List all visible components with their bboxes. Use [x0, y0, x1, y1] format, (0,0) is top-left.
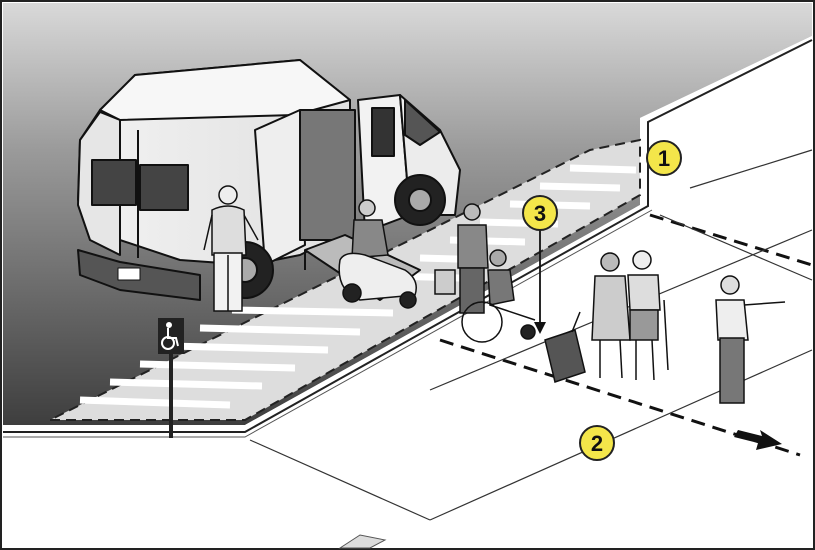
attendant-figure: [715, 275, 786, 404]
arrow-right-icon: [734, 430, 782, 450]
callout-1: 1: [646, 140, 682, 176]
wheelchair-symbol-icon: [161, 322, 179, 350]
callout-3-arrowhead: [534, 322, 546, 334]
drain-grate: [338, 534, 387, 549]
sidewalk-joint-lines: [249, 149, 813, 521]
walking-couple-figures: [591, 250, 669, 381]
sidewalk: [3, 36, 812, 548]
callout-3: 3: [522, 195, 558, 231]
callout-1-label: 1: [658, 146, 670, 171]
accessible-parking-sign: [158, 318, 184, 438]
wheelchair-user-figure: [461, 249, 536, 343]
rolling-suitcase: [544, 311, 586, 383]
scooter-rider-figure: [338, 199, 417, 309]
driver-figure: [203, 185, 259, 312]
curb-edge: [3, 39, 813, 433]
curb-edge-lower: [3, 209, 653, 438]
callout-3-label: 3: [534, 201, 546, 226]
callout-2: 2: [579, 425, 615, 461]
callout-2-label: 2: [591, 431, 603, 456]
